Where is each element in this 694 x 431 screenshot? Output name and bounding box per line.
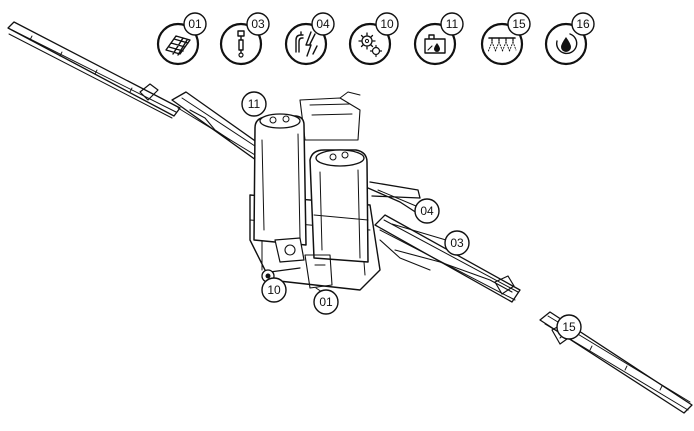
- nozzle-grid-icon: [165, 35, 191, 56]
- icon-badge-16[interactable]: 16: [544, 12, 595, 66]
- icon-badge-11[interactable]: 11: [413, 12, 464, 66]
- hydraulic-electric-icon: [295, 31, 318, 57]
- icon-badge-15-number: 15: [512, 17, 526, 31]
- callout-04-number: 04: [420, 204, 434, 218]
- sprayer-illustration: [7, 21, 693, 414]
- callout-10-number: 10: [267, 283, 281, 297]
- callout-11-number: 11: [248, 97, 261, 111]
- icon-badge-04[interactable]: 04: [284, 12, 335, 66]
- icon-badge-04-number: 04: [316, 17, 330, 31]
- icon-badge-01[interactable]: 01: [156, 12, 207, 66]
- left-outer-boom: [7, 21, 181, 119]
- right-inner-boom: [374, 214, 521, 303]
- icon-badge-10[interactable]: 10: [348, 12, 399, 66]
- tank-drop-icon: [424, 34, 446, 54]
- icon-badge-10-number: 10: [380, 17, 394, 31]
- right-outer-boom: [539, 311, 693, 414]
- callout-03-number: 03: [450, 236, 464, 250]
- gears-icon: [358, 32, 383, 58]
- icon-badge-11-number: 11: [446, 17, 459, 31]
- icon-badge-01-number: 01: [188, 17, 202, 31]
- pump-filter-unit: [274, 237, 333, 289]
- callouts: 11 04 03 10 01 15: [241, 91, 582, 340]
- callout-15-number: 15: [562, 320, 576, 334]
- water-drop-icon: [556, 33, 578, 55]
- left-inner-boom: [171, 91, 269, 161]
- callout-10[interactable]: 10: [261, 277, 287, 303]
- icon-badge-16-number: 16: [576, 17, 590, 31]
- spray-boom-icon: [487, 37, 517, 53]
- spray-nozzle-icon: [237, 30, 245, 58]
- callout-15[interactable]: 15: [556, 314, 582, 340]
- callout-01[interactable]: 01: [313, 287, 339, 315]
- right-tank: [309, 149, 369, 263]
- icon-badge-03-number: 03: [251, 17, 265, 31]
- callout-11[interactable]: 11: [241, 91, 267, 117]
- icon-badge-row: 01 03 04: [156, 12, 595, 66]
- callout-01-number: 01: [319, 295, 333, 309]
- left-tank: [253, 113, 307, 246]
- icon-badge-15[interactable]: 15: [480, 12, 531, 66]
- callout-04[interactable]: 04: [377, 189, 440, 224]
- icon-badge-03[interactable]: 03: [219, 12, 270, 66]
- boom-lift-arm: [367, 181, 421, 216]
- callout-03[interactable]: 03: [391, 223, 470, 256]
